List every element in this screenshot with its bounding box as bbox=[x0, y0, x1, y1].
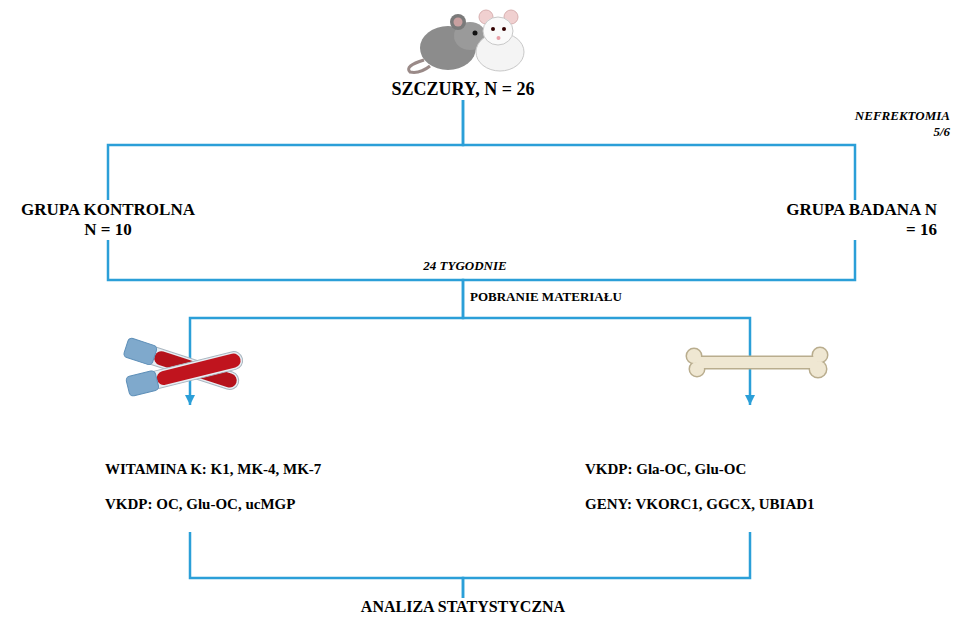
bone-outline bbox=[687, 348, 827, 377]
connector-line bbox=[463, 532, 750, 598]
rats-illustration bbox=[409, 10, 524, 72]
node-text: POBRANIE MATERIAŁU bbox=[470, 289, 622, 305]
flow-node: ANALIZA STATYSTYCZNA bbox=[357, 598, 569, 616]
node-text: SZCZURY, N = 26 bbox=[392, 79, 535, 100]
connector-line bbox=[108, 100, 463, 200]
node-text: GRUPA KONTROLNA N = 10 bbox=[15, 200, 201, 240]
flow-node: POBRANIE MATERIAŁU bbox=[463, 289, 622, 305]
flow-node: VKDP: Gla-OC, Glu-OC GENY: VKORC1, GGCX, … bbox=[578, 405, 821, 532]
flow-node: GRUPA BADANA N = 16 bbox=[785, 200, 937, 240]
node-text: GENY: VKORC1, GGCX, UBIAD1 bbox=[585, 495, 815, 514]
tube-cap bbox=[123, 337, 158, 365]
bone-fill bbox=[687, 348, 827, 377]
rat-eye bbox=[502, 27, 506, 31]
tube-blood bbox=[155, 352, 242, 386]
rat-eye bbox=[491, 27, 495, 31]
rat-ear bbox=[454, 18, 463, 27]
blood-tubes-illustration bbox=[123, 337, 245, 396]
connector-group bbox=[108, 100, 855, 598]
annotation-label: 24 TYGODNIE bbox=[423, 258, 506, 274]
flow-node: GRUPA KONTROLNA N = 10 bbox=[15, 200, 201, 240]
connector-line bbox=[108, 240, 463, 297]
flow-node: SZCZURY, N = 26 bbox=[388, 79, 539, 100]
rat-body bbox=[476, 33, 524, 71]
blood-tube bbox=[125, 349, 244, 397]
connector-line bbox=[463, 297, 750, 405]
node-text: GRUPA BADANA N = 16 bbox=[785, 200, 937, 240]
rat-head bbox=[483, 17, 513, 45]
node-text: VKDP: OC, Glu-OC, ucMGP bbox=[105, 495, 321, 514]
bone-illustration bbox=[687, 348, 827, 377]
node-text: ANALIZA STATYSTYCZNA bbox=[361, 598, 565, 616]
tube-cap bbox=[125, 370, 159, 397]
flow-node: WITAMINA K: K1, MK-4, MK-7VKDP: OC, Glu-… bbox=[98, 405, 327, 532]
connector-line bbox=[190, 532, 463, 598]
connector-line bbox=[463, 240, 855, 297]
node-text: VKDP: Gla-OC, Glu-OC bbox=[585, 460, 815, 479]
node-text: WITAMINA K: K1, MK-4, MK-7 bbox=[105, 460, 321, 479]
rat-eye bbox=[473, 31, 478, 36]
annotation-label: NEFREKTOMIA 5/6 bbox=[850, 108, 950, 140]
rat-ear bbox=[450, 14, 466, 30]
connector-line bbox=[463, 100, 855, 200]
rat-nose bbox=[497, 36, 501, 40]
